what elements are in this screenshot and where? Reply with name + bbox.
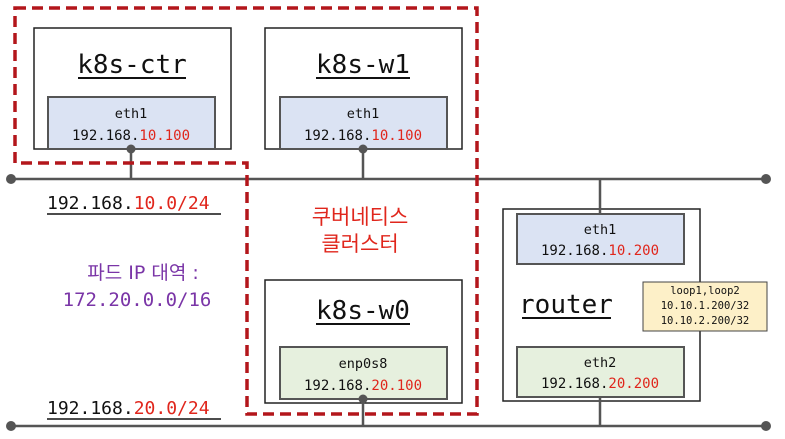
network-20-label: 192.168.20.0/24: [47, 398, 210, 419]
iface-name: eth1: [347, 106, 380, 122]
node-title-k8s-w1: k8s-w1: [316, 50, 410, 80]
node-title-k8s-w0: k8s-w0: [316, 296, 410, 326]
pod-cidr-value: 172.20.0.0/16: [63, 289, 212, 311]
iface-name: eth1: [115, 106, 148, 122]
network-20-line: [6, 421, 771, 431]
connector-dot: [126, 144, 368, 404]
iface-name: enp0s8: [339, 356, 388, 372]
network-10-line: [6, 174, 771, 184]
node-title-k8s-ctr: k8s-ctr: [77, 50, 187, 80]
iface-name: eth2: [584, 355, 617, 371]
loopback-ip2: 10.10.2.200/32: [661, 315, 750, 327]
iface-k8s-w1-eth1: [279, 96, 448, 150]
loopback-box: [642, 281, 768, 332]
iface-ip: 192.168.20.200: [541, 376, 659, 392]
loopback-ip1: 10.10.1.200/32: [661, 300, 750, 312]
iface-k8s-ctr-eth1: [47, 96, 216, 150]
iface-name: eth1: [584, 222, 617, 238]
iface-ip: 192.168.10.100: [72, 128, 190, 144]
cluster-label-line1: 쿠버네티스: [312, 205, 409, 229]
node-title-router: router: [519, 290, 613, 320]
iface-ip: 192.168.20.100: [304, 378, 422, 394]
iface-router-eth1: [516, 213, 685, 265]
loopback-name: loop1,loop2: [670, 285, 740, 297]
iface-k8s-w0-enp0s8: [279, 346, 448, 400]
cluster-boundary: [13, 6, 479, 416]
iface-ip: 192.168.10.200: [541, 243, 659, 259]
iface-ip: 192.168.10.100: [304, 128, 422, 144]
pod-cidr-label: 파드 IP 대역 :: [87, 262, 199, 284]
cluster-label-line2: 클러스터: [321, 232, 398, 256]
network-10-label: 192.168.10.0/24: [47, 193, 210, 214]
